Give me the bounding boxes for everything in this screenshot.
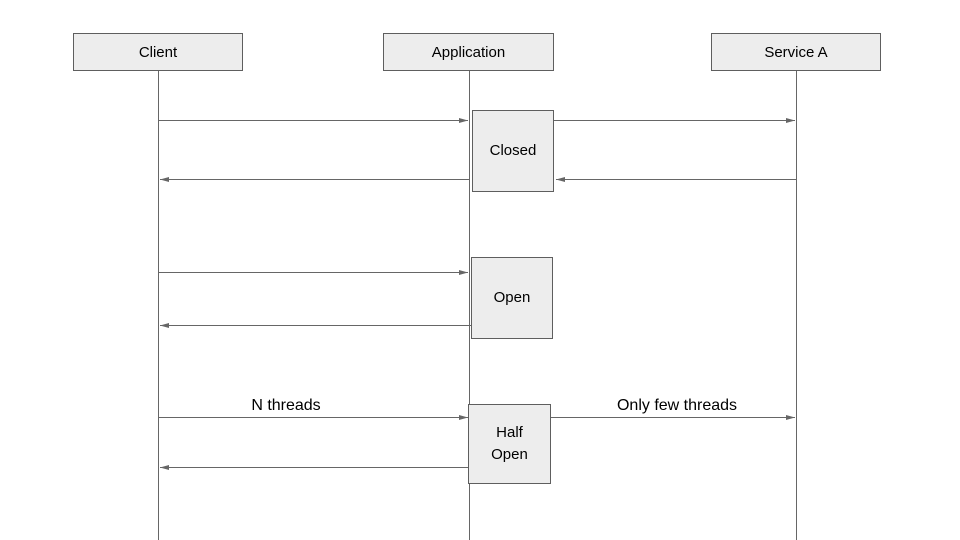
- state-box-half-open: Half Open: [468, 404, 551, 484]
- participant-client: Client: [73, 33, 243, 71]
- message-label-n-threads: N threads: [251, 397, 321, 414]
- message-label-only-few-threads: Only few threads: [616, 397, 738, 414]
- participant-application: Application: [383, 33, 554, 71]
- state-closed-label: Closed: [489, 142, 537, 159]
- participant-service-a: Service A: [711, 33, 881, 71]
- participant-application-label: Application: [431, 43, 506, 61]
- state-box-open: Open: [471, 257, 553, 339]
- participant-client-label: Client: [138, 43, 178, 61]
- state-box-closed: Closed: [472, 110, 554, 192]
- state-open-label: Open: [493, 289, 531, 306]
- participant-service-a-label: Service A: [764, 43, 828, 61]
- state-half-open-label: Half Open: [491, 424, 528, 463]
